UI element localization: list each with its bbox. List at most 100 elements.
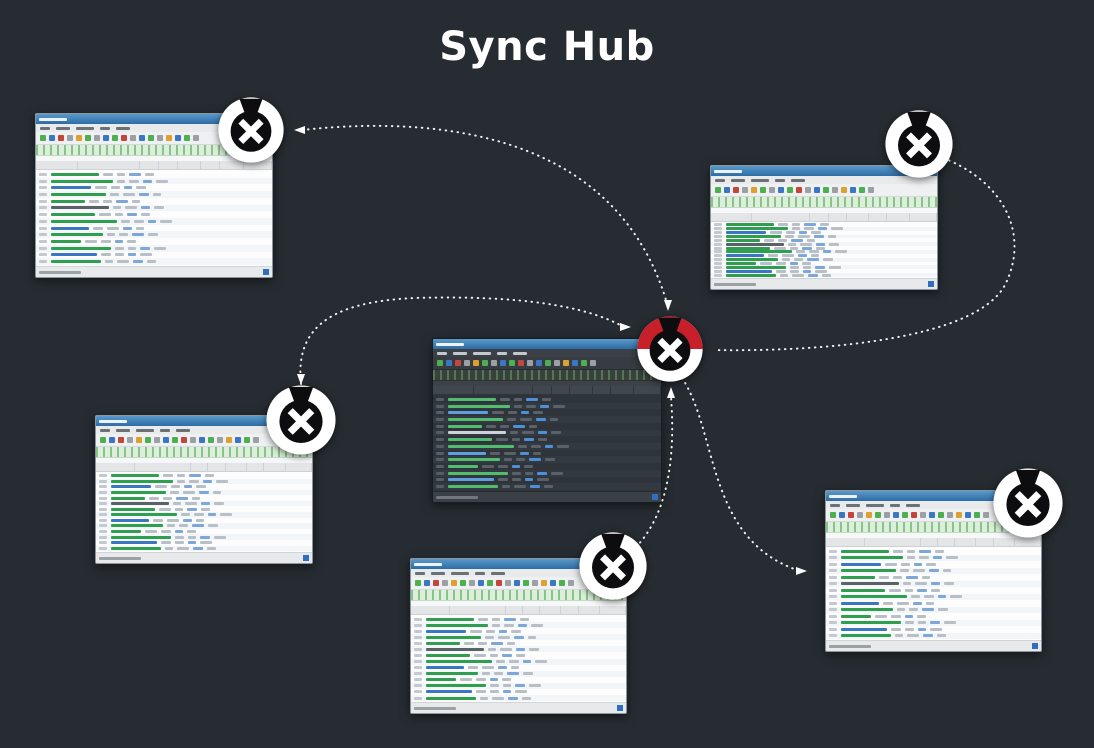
row-cell bbox=[536, 418, 546, 422]
list-row bbox=[411, 689, 626, 695]
row-icon bbox=[414, 635, 422, 639]
row-name bbox=[448, 431, 506, 435]
row-name bbox=[448, 424, 482, 428]
row-cell bbox=[520, 451, 529, 455]
row-cell bbox=[522, 431, 534, 435]
toolbar-icon bbox=[550, 580, 556, 586]
row-cell bbox=[89, 199, 99, 203]
row-name bbox=[111, 546, 161, 550]
row-cell bbox=[115, 240, 123, 244]
list-row bbox=[826, 600, 1041, 607]
row-cell bbox=[488, 647, 496, 651]
filter-strip bbox=[96, 458, 312, 463]
toolbar-icon bbox=[424, 580, 430, 586]
list-row bbox=[96, 545, 312, 552]
toolbar-icon bbox=[184, 135, 190, 141]
row-icon bbox=[829, 595, 837, 599]
list-row bbox=[96, 506, 312, 512]
row-name bbox=[448, 465, 478, 469]
row-name bbox=[426, 672, 478, 676]
list-row bbox=[36, 191, 272, 198]
toolbar-icon bbox=[848, 512, 854, 518]
row-cell bbox=[915, 582, 927, 586]
row-icon bbox=[99, 502, 107, 506]
row-cell bbox=[490, 690, 499, 694]
menu-item bbox=[136, 428, 154, 432]
column-header bbox=[135, 463, 192, 471]
column-header bbox=[159, 161, 178, 169]
row-cell bbox=[525, 471, 533, 475]
node-bottom-right[interactable] bbox=[992, 467, 1064, 539]
row-cell bbox=[203, 479, 212, 483]
row-cell bbox=[480, 696, 488, 700]
row-name bbox=[51, 186, 91, 190]
row-cell bbox=[189, 479, 199, 483]
row-cell bbox=[911, 595, 920, 599]
peer-node-icon bbox=[579, 532, 647, 600]
toolbar-icon bbox=[938, 512, 944, 518]
node-mid-left[interactable] bbox=[265, 384, 337, 456]
row-cell bbox=[903, 582, 911, 586]
row-cell bbox=[914, 562, 922, 566]
row-cell bbox=[897, 608, 905, 612]
node-hub[interactable] bbox=[636, 315, 704, 383]
mini-window-bottom-center bbox=[410, 558, 627, 714]
menu-item bbox=[176, 428, 190, 432]
row-icon bbox=[39, 186, 47, 190]
row-icon bbox=[414, 666, 422, 670]
row-cell bbox=[183, 491, 195, 495]
row-cell bbox=[183, 518, 192, 522]
row-cell bbox=[115, 253, 124, 257]
node-top-left[interactable] bbox=[217, 96, 285, 164]
row-cell bbox=[507, 672, 519, 676]
row-cell bbox=[504, 617, 516, 621]
column-header bbox=[220, 161, 244, 169]
window-menubar bbox=[96, 426, 312, 434]
row-icon bbox=[99, 524, 107, 528]
row-cell bbox=[124, 186, 132, 190]
row-cell bbox=[95, 186, 107, 190]
row-name bbox=[448, 397, 496, 401]
row-cell bbox=[175, 507, 183, 511]
status-text bbox=[829, 644, 871, 648]
row-cell bbox=[524, 465, 533, 469]
node-top-right[interactable] bbox=[884, 109, 954, 179]
row-icon bbox=[414, 641, 422, 645]
window-toolbar bbox=[96, 434, 312, 447]
row-icon bbox=[39, 172, 47, 176]
row-cell bbox=[520, 418, 532, 422]
row-icon bbox=[829, 588, 837, 592]
row-cell bbox=[163, 496, 172, 500]
row-cell bbox=[518, 444, 527, 448]
column-header bbox=[264, 463, 287, 471]
column-header bbox=[533, 386, 552, 394]
list-row bbox=[826, 587, 1041, 594]
toolbar-icon bbox=[415, 580, 421, 586]
row-cell bbox=[913, 601, 922, 605]
row-cell bbox=[200, 541, 212, 545]
toolbar-icon bbox=[136, 437, 142, 443]
node-bottom-center[interactable] bbox=[578, 531, 648, 601]
toolbar-icon bbox=[983, 512, 989, 518]
list-row bbox=[433, 456, 661, 464]
row-cell bbox=[500, 397, 510, 401]
row-icon bbox=[39, 206, 47, 210]
list-row bbox=[411, 640, 626, 646]
row-name bbox=[426, 684, 486, 688]
list-row bbox=[36, 171, 272, 178]
row-cell bbox=[508, 696, 518, 700]
row-cell bbox=[187, 507, 197, 511]
list-row bbox=[411, 670, 626, 677]
row-icon bbox=[99, 513, 107, 517]
column-header bbox=[450, 606, 506, 614]
row-cell bbox=[175, 535, 184, 539]
row-cell bbox=[524, 438, 534, 442]
row-cell bbox=[528, 635, 536, 639]
list-row bbox=[411, 628, 626, 634]
status-indicator bbox=[303, 555, 309, 561]
row-cell bbox=[918, 627, 926, 631]
row-cell bbox=[512, 465, 520, 469]
list-row bbox=[96, 534, 312, 540]
row-name bbox=[426, 623, 488, 627]
row-cell bbox=[115, 213, 123, 217]
